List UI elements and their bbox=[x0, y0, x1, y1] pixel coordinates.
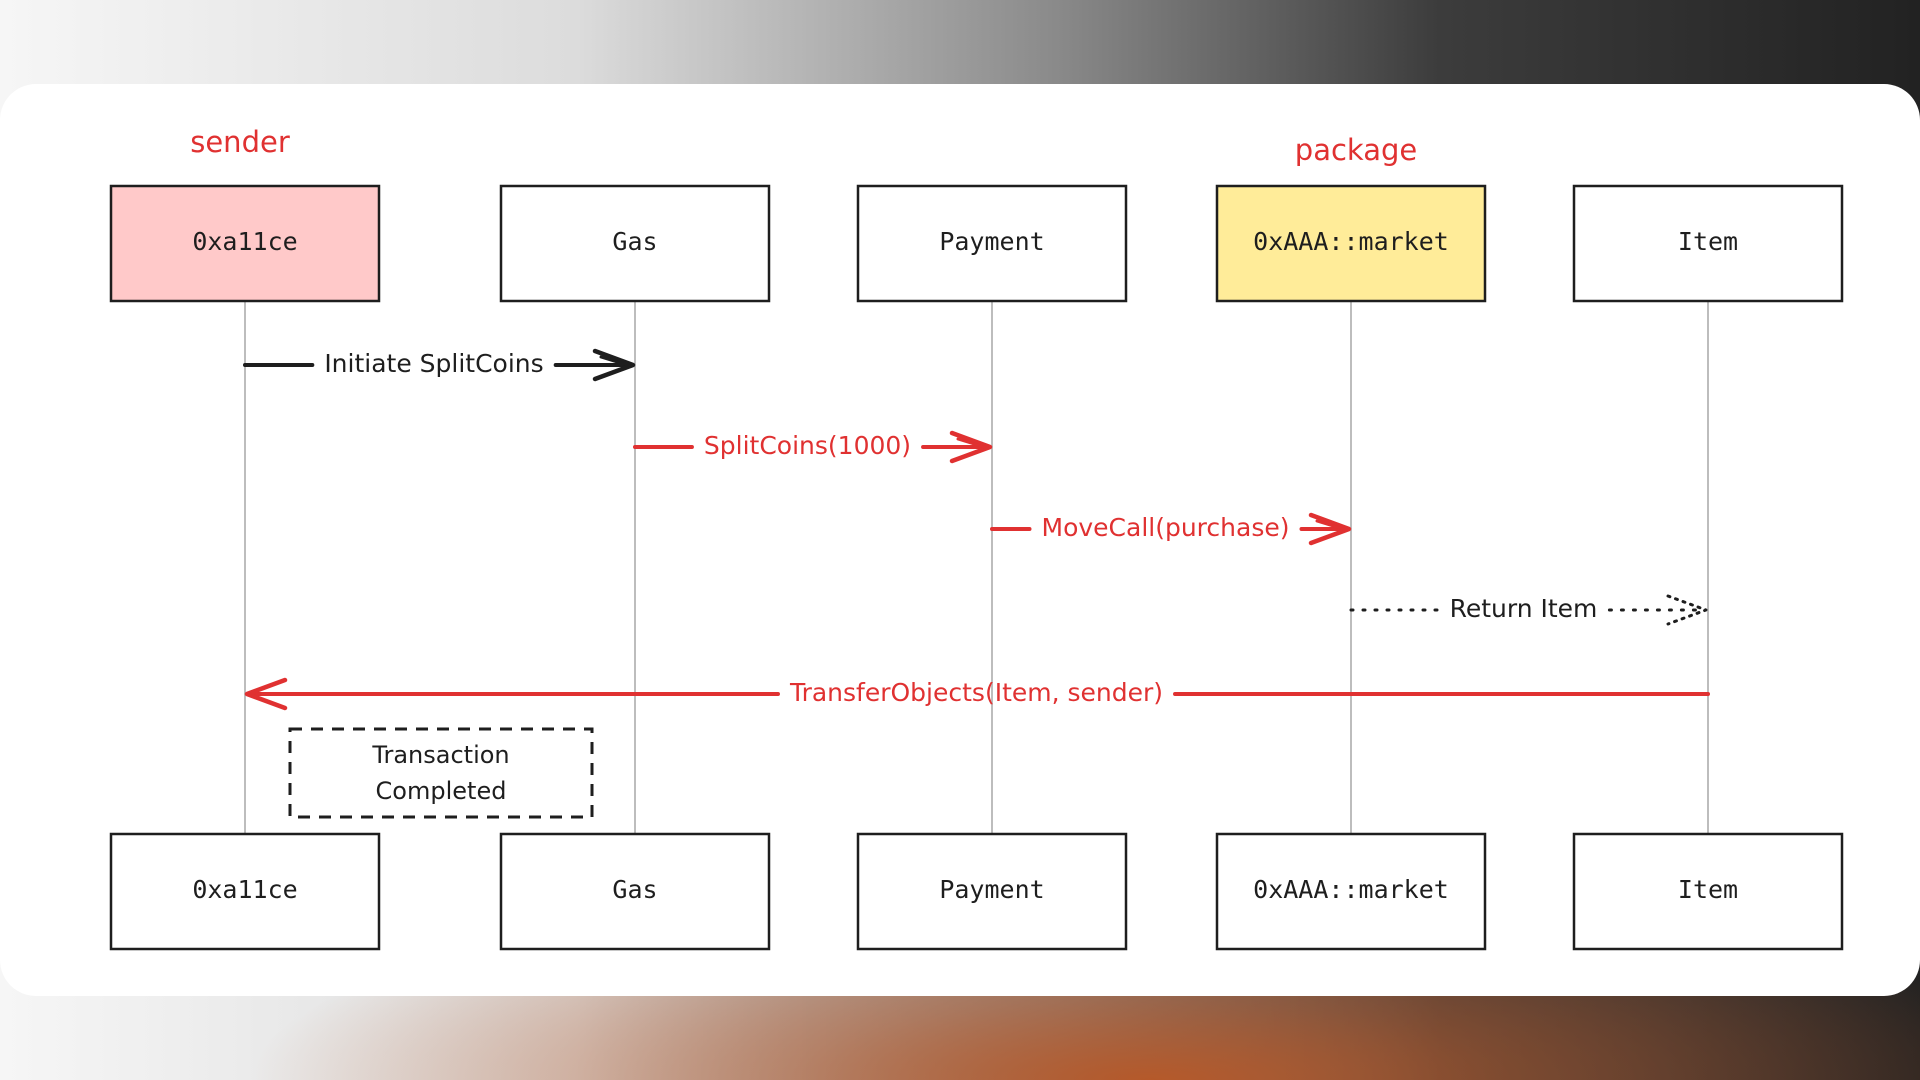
participant-label: 0xAAA::market bbox=[1253, 875, 1449, 904]
message-2: SplitCoins(1000) bbox=[633, 430, 993, 464]
participant-label: Item bbox=[1678, 227, 1738, 256]
transaction-completed-note: Transaction Completed bbox=[288, 727, 594, 819]
arrowhead-icon bbox=[1308, 512, 1352, 546]
participant-label: Payment bbox=[939, 875, 1044, 904]
message-1: Initiate SplitCoins bbox=[243, 348, 636, 382]
participant-top-payment: Payment bbox=[856, 184, 1128, 303]
message-label: Return Item bbox=[1450, 594, 1598, 623]
note-line-1: Transaction bbox=[371, 741, 509, 769]
participant-bottom-market: 0xAAA::market bbox=[1215, 832, 1487, 951]
participant-bottom-item: Item bbox=[1572, 832, 1844, 951]
participant-label: 0xAAA::market bbox=[1253, 227, 1449, 256]
lifelines bbox=[244, 301, 1709, 834]
sender-annotation: sender bbox=[190, 125, 290, 159]
participant-label: Gas bbox=[612, 875, 657, 904]
participant-label: 0xa11ce bbox=[192, 227, 297, 256]
arrowhead-icon bbox=[592, 348, 636, 382]
arrowhead-stroke bbox=[956, 437, 986, 449]
message-label: SplitCoins(1000) bbox=[704, 431, 911, 460]
top-participants: 0xa11ce Gas Payment 0xAAA::market Item bbox=[109, 184, 1844, 303]
participant-bottom-alice: 0xa11ce bbox=[109, 832, 381, 951]
participant-bottom-payment: Payment bbox=[856, 832, 1128, 951]
arrowhead-stroke bbox=[1315, 519, 1345, 531]
bottom-participants: 0xa11ce Gas Payment 0xAAA::market Item bbox=[109, 832, 1844, 951]
message-4: Return Item bbox=[1349, 594, 1708, 626]
participant-label: Item bbox=[1678, 875, 1738, 904]
message-label: TransferObjects(Item, sender) bbox=[789, 678, 1163, 707]
arrowhead-icon bbox=[1666, 594, 1708, 626]
participant-top-alice: 0xa11ce bbox=[109, 184, 381, 303]
participant-top-gas: Gas bbox=[499, 184, 771, 303]
package-annotation: package bbox=[1295, 133, 1417, 167]
message-5: TransferObjects(Item, sender) bbox=[244, 677, 1710, 711]
participant-top-item: Item bbox=[1572, 184, 1844, 303]
arrowhead-icon bbox=[244, 677, 288, 711]
message-label: MoveCall(purchase) bbox=[1042, 513, 1290, 542]
arrowhead-icon bbox=[949, 430, 993, 464]
note-line-2: Completed bbox=[376, 777, 507, 805]
participant-label: 0xa11ce bbox=[192, 875, 297, 904]
participant-label: Payment bbox=[939, 227, 1044, 256]
participant-label: Gas bbox=[612, 227, 657, 256]
message-3: MoveCall(purchase) bbox=[990, 512, 1352, 546]
message-label: Initiate SplitCoins bbox=[324, 349, 543, 378]
participant-top-market: 0xAAA::market bbox=[1215, 184, 1487, 303]
participant-bottom-gas: Gas bbox=[499, 832, 771, 951]
arrowhead-stroke bbox=[599, 355, 629, 367]
